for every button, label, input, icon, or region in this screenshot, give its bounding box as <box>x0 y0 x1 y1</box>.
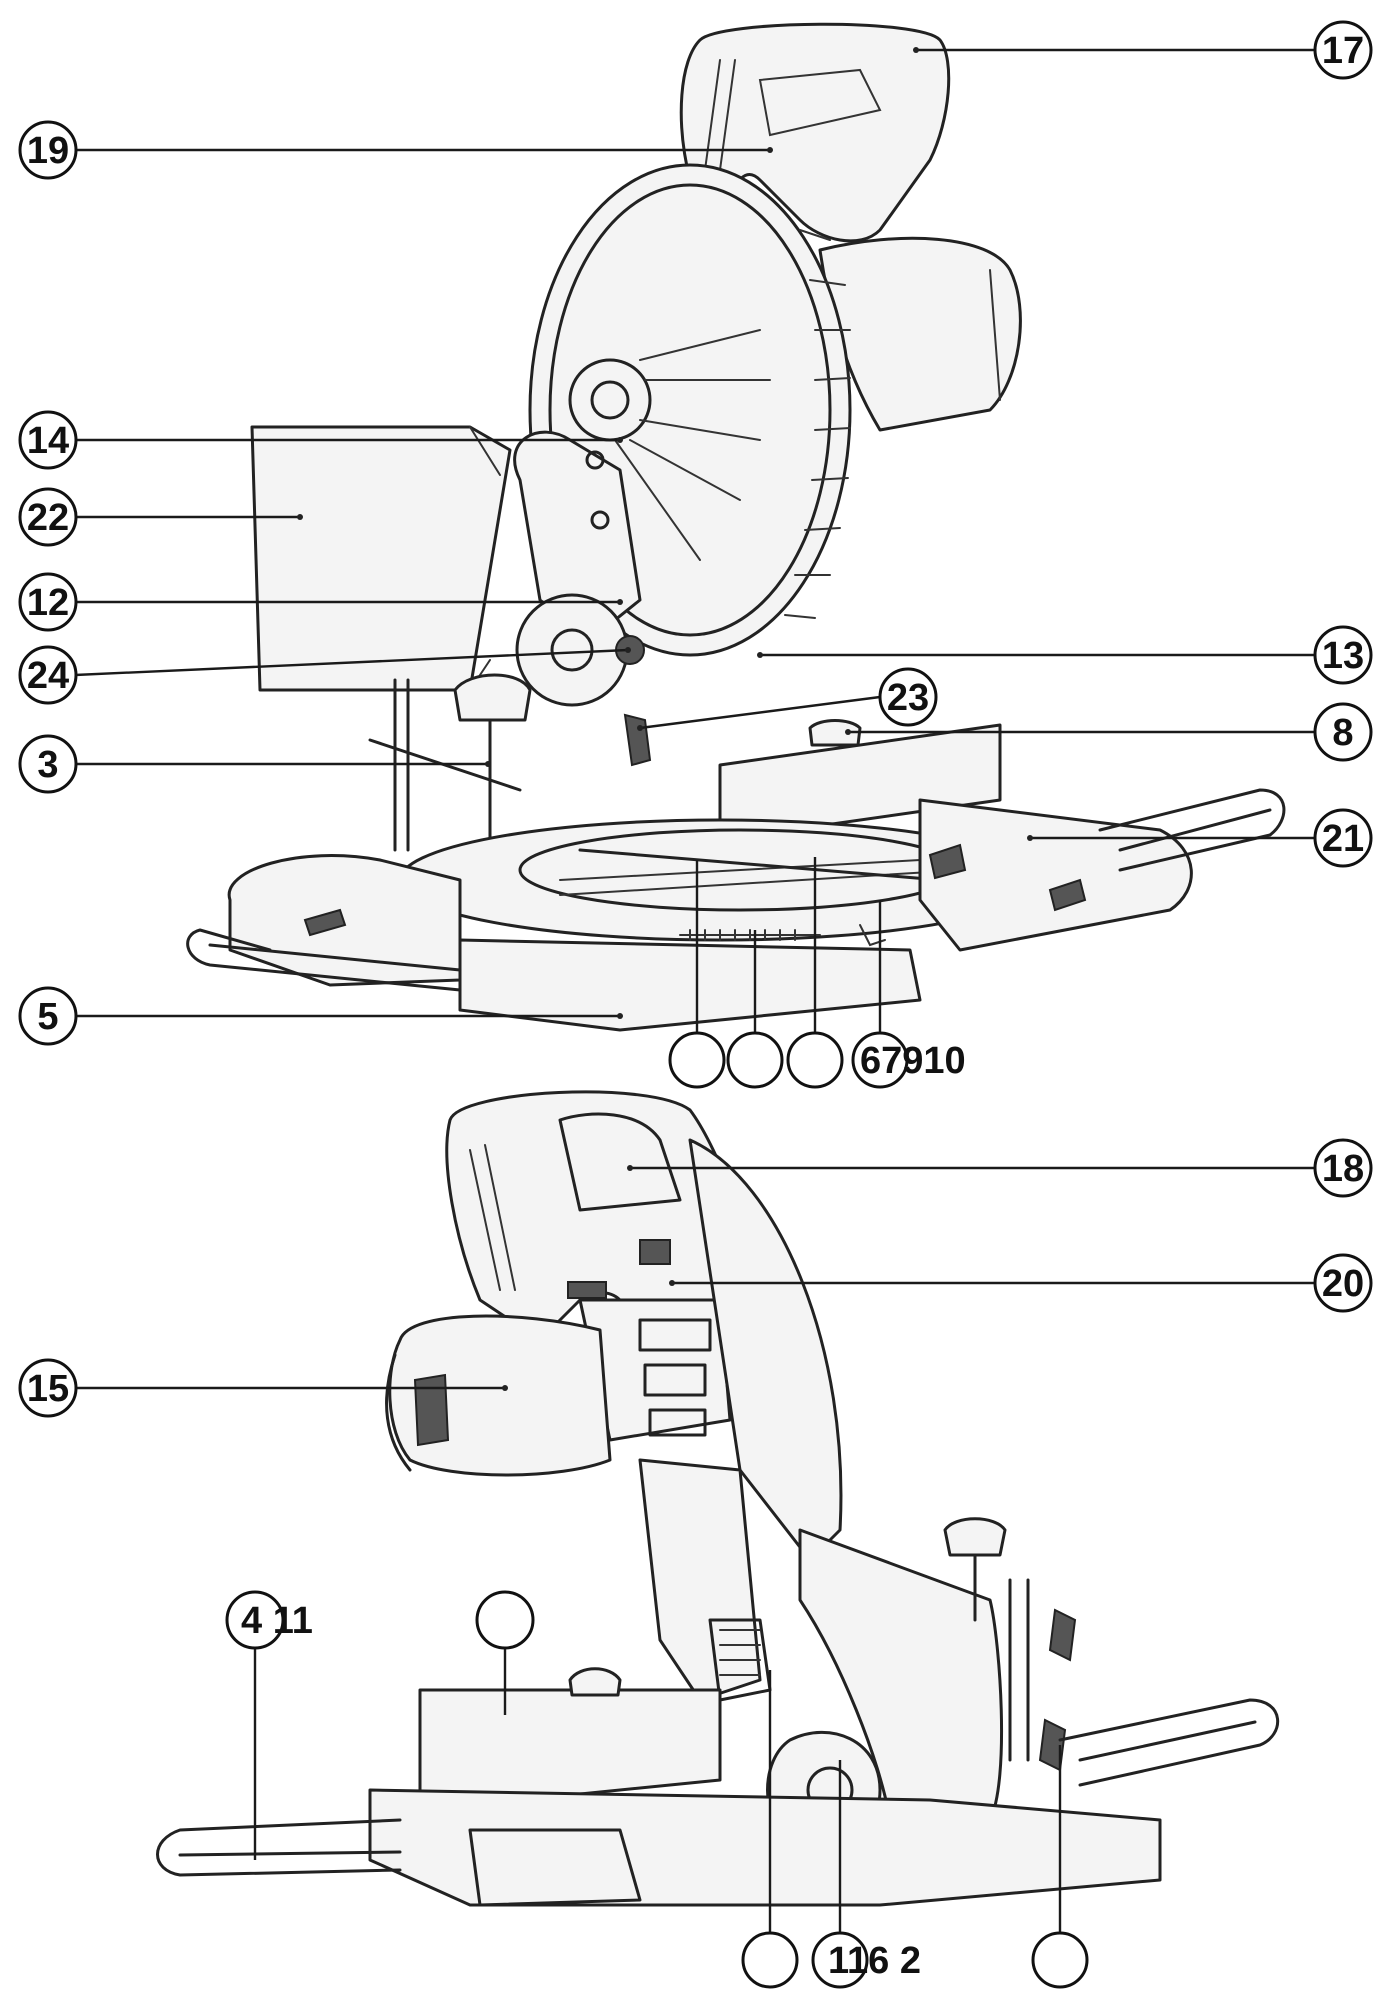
callout-20: 20 <box>1313 1253 1373 1313</box>
callout-row-6-7-9-10: 67910 <box>668 1031 966 1089</box>
callout-14-label: 14 <box>27 420 69 462</box>
callout-21: 21 <box>1313 808 1373 868</box>
callout-14: 14 <box>18 410 78 470</box>
callout-row-1-16-2: 116 2 <box>741 1931 1089 1989</box>
callout-row-6-7-9-10-label: 67910 <box>860 1040 966 1082</box>
callout-17-label: 17 <box>1322 30 1364 72</box>
callout-20-label: 20 <box>1322 1263 1364 1305</box>
callout-row-1-16-2-label: 116 2 <box>828 1940 921 1982</box>
callout-19-label: 19 <box>27 130 69 172</box>
callout-21-label: 21 <box>1322 818 1364 860</box>
callout-8-label: 8 <box>1332 712 1353 754</box>
callout-23: 23 <box>878 667 938 727</box>
callout-5-label: 5 <box>37 996 58 1038</box>
callout-15: 15 <box>18 1358 78 1418</box>
bottom-saw-illustration <box>156 1090 1279 1907</box>
callout-24: 24 <box>18 645 78 705</box>
callout-17: 17 <box>1313 20 1373 80</box>
callout-24-label: 24 <box>27 655 69 697</box>
top-saw-illustration <box>186 22 1286 1032</box>
callout-19: 19 <box>18 120 78 180</box>
leader-lines <box>74 47 1314 1960</box>
callout-row-4-11-label: 4 11 <box>241 1600 313 1642</box>
callout-18-label: 18 <box>1322 1148 1364 1190</box>
callout-22-label: 22 <box>27 497 69 539</box>
callout-12: 12 <box>18 572 78 632</box>
callout-12-label: 12 <box>27 582 69 624</box>
callout-15-label: 15 <box>27 1368 69 1410</box>
callout-13-label: 13 <box>1322 635 1364 677</box>
callout-22: 22 <box>18 487 78 547</box>
callout-13: 13 <box>1313 625 1373 685</box>
leader-24 <box>74 648 629 677</box>
callout-5: 5 <box>18 986 78 1046</box>
callout-8: 8 <box>1313 702 1373 762</box>
callouts: 17 19 14 22 12 24 13 23 <box>18 20 1373 1989</box>
leader-23 <box>639 695 881 730</box>
callout-18: 18 <box>1313 1138 1373 1198</box>
callout-row-4-11: 4 11 <box>225 1590 535 1650</box>
callout-23-label: 23 <box>887 677 929 719</box>
callout-3: 3 <box>18 734 78 794</box>
callout-3-label: 3 <box>37 744 58 786</box>
